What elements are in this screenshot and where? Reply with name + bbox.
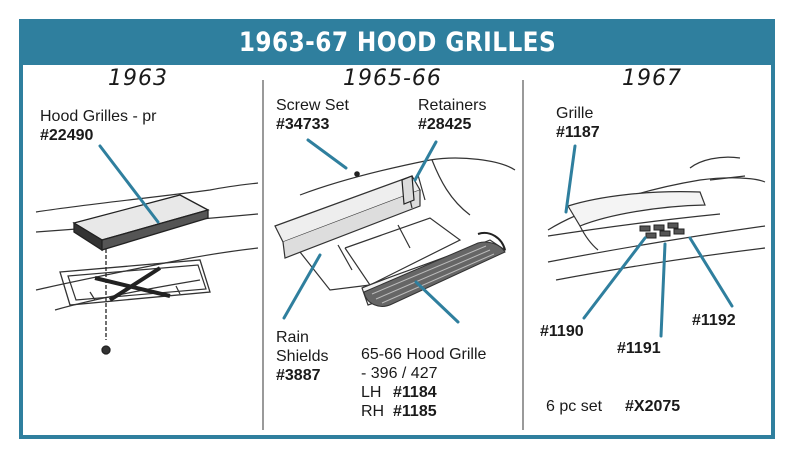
- label-shields: Shields: [276, 348, 329, 365]
- part-number-28425: #28425: [418, 116, 472, 133]
- retainer-clip-1965-66: [354, 171, 415, 205]
- part-number-1184: #1184: [393, 384, 437, 401]
- label-screw-set: Screw Set: [276, 97, 349, 114]
- label-rain: Rain: [276, 329, 309, 346]
- part-number-1185: #1185: [393, 403, 437, 420]
- label-retainers: Retainers: [418, 97, 487, 114]
- leader-lines: [98, 138, 734, 338]
- part-number-3887: #3887: [276, 367, 321, 384]
- label-grille: Grille: [556, 105, 594, 122]
- label-side-rh: RH: [361, 403, 385, 420]
- part-number-x2075: #X2075: [625, 398, 681, 415]
- section-year-1963: 1963: [108, 66, 168, 91]
- part-number-1190: #1190: [540, 323, 584, 340]
- hood-grille-1963: [72, 194, 210, 355]
- section-divider-right: [522, 80, 524, 430]
- hood-grille-1965-66: [363, 232, 506, 307]
- label-side-lh: LH: [361, 384, 382, 401]
- page-title: 1963-67 HOOD GRILLES: [238, 26, 556, 58]
- part-number-1192: #1192: [692, 312, 736, 329]
- hood-illustration-1963: [35, 182, 259, 311]
- label-hood-grilles-pair: Hood Grilles - pr: [40, 108, 157, 125]
- title-banner: 1963-67 HOOD GRILLES: [19, 19, 775, 65]
- section-divider-left: [262, 80, 264, 430]
- label-6-pc-set: 6 pc set: [546, 398, 603, 415]
- label-65-66-hood-grille: 65-66 Hood Grille: [361, 346, 487, 363]
- part-number-22490: #22490: [40, 127, 94, 144]
- section-year-1967: 1967: [622, 66, 682, 91]
- hood-grille-set-1967: [639, 222, 685, 239]
- section-year-1965-66: 1965-66: [343, 66, 442, 91]
- part-number-34733: #34733: [276, 116, 330, 133]
- hood-illustration-1967: [547, 156, 766, 281]
- part-number-1187: #1187: [556, 124, 600, 141]
- part-number-1191: #1191: [617, 340, 661, 357]
- label-396-427: - 396 / 427: [361, 365, 438, 382]
